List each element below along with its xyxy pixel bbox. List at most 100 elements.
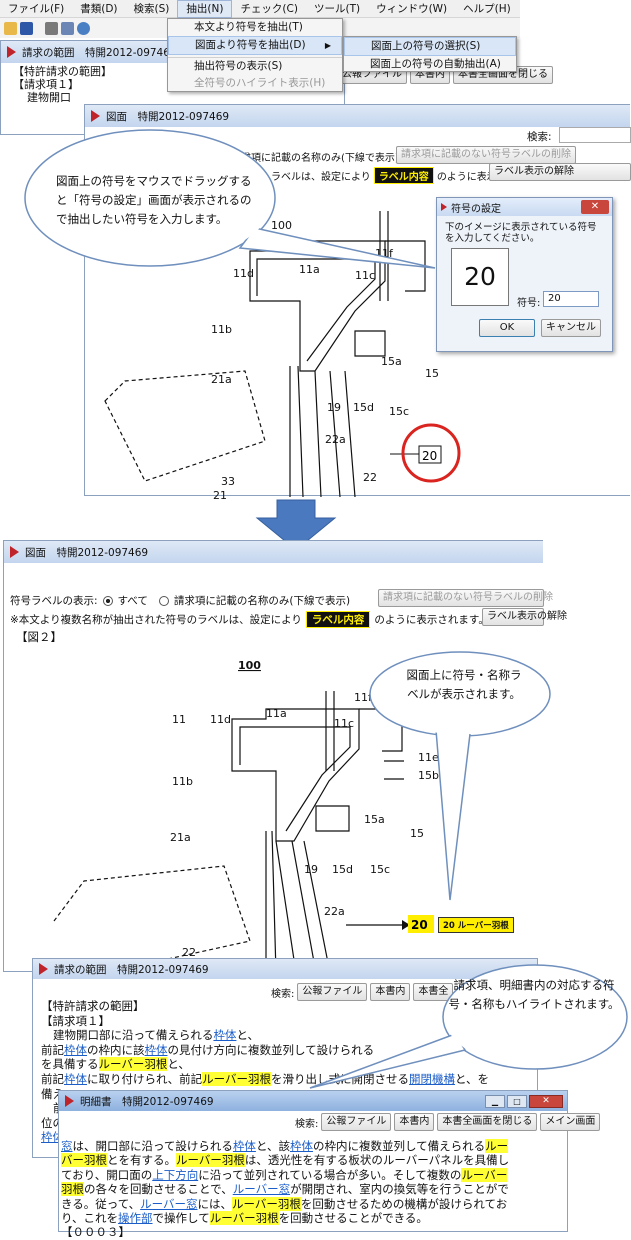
drawing-label-15d: 15d [332,863,353,876]
menu-extract[interactable]: 抽出(N) [177,0,233,18]
claims-heading: 【特許請求の範囲】 [41,999,145,1013]
term-link[interactable]: 開閉機構 [409,1071,456,1086]
publication-file-button[interactable]: 公報ファイル [321,1113,392,1131]
highlighted-term[interactable]: ルーバー羽根 [209,1211,279,1226]
drawing-label-22a: 22a [325,433,346,446]
open-folder-icon[interactable] [4,21,17,35]
highlight-all-item[interactable]: 全符号のハイライト表示(H) [194,77,326,89]
highlighted-term[interactable]: ルーバー羽根 [98,1057,168,1072]
spec-text: とを有する。 [107,1153,176,1168]
document-icon [39,963,48,975]
symbol-image: 20 [451,248,509,306]
in-document-button[interactable]: 本書内 [394,1113,435,1131]
clear-labels-button[interactable]: ラベル表示の解除 [482,608,567,626]
globe-icon[interactable] [77,21,90,35]
menu-document[interactable]: 書類(D) [80,2,118,15]
highlighted-term[interactable]: バー羽根 [61,1153,107,1168]
drawing-window-top-titlebar: 図面 特開2012-097469 [85,105,630,127]
ok-button[interactable]: OK [479,319,535,337]
menu-window[interactable]: ウィンドウ(W) [376,2,448,15]
term-link[interactable]: 枠体 [232,1139,256,1153]
show-extracted-item[interactable]: 抽出符号の表示(S) [168,57,342,75]
term-link[interactable]: 枠体 [64,1042,87,1057]
drawing-label-22: 22 [182,946,196,959]
spec-line-2: バー羽根とを有する。ルーバー羽根は、透光性を有する板状のルーバーパネルを具備し [61,1153,557,1168]
label-display-options: 符号ラベルの表示: すべて 請求項に記載の名称のみ(下線で表示) [10,593,350,608]
drawing-label-15a: 15a [364,813,385,826]
radio-claims-only[interactable] [158,595,169,606]
print-icon[interactable] [61,21,74,35]
extract-from-drawing-item[interactable]: 図面より符号を抽出(D)▶ [168,36,342,55]
find-icon[interactable] [45,21,58,35]
symbol-name-label: 20 ルーバー羽根 [438,917,514,933]
select-symbol-item[interactable]: 図面上の符号の選択(S) [344,37,516,56]
radio-all[interactable] [102,595,113,606]
drawing-window-top-title: 図面 特開2012-097469 [106,110,230,123]
auto-extract-item[interactable]: 図面上の符号の自動抽出(A) [370,58,501,70]
menu-search[interactable]: 検索(S) [133,2,170,15]
patent-drawing-mid: 100 11f 11 11d 11a 11c 11e 15b 11b 15a 1… [53,659,439,974]
drawing-label-15c: 15c [370,863,390,876]
save-icon[interactable] [20,21,33,35]
patent-drawing-top: 100 11f 11d 11a 11c 11b 21a 19 15d 15c 1… [104,211,461,502]
window-controls: ▁ □ ✕ [485,1094,563,1108]
term-link[interactable]: 枠体 [213,1028,237,1043]
menu-check[interactable]: チェック(C) [240,2,298,15]
drawing-label-11d: 11d [233,267,254,280]
dialog-instruction: 下のイメージに表示されている符号を入力してください。 [445,222,597,244]
term-link[interactable]: 枠体 [289,1139,313,1153]
search-label: 検索: [271,988,295,1000]
drawing-label-11a: 11a [266,707,287,720]
maximize-icon[interactable]: □ [507,1094,527,1108]
delete-labels-button[interactable]: 請求項に記載のない符号ラベルの削除 [396,146,576,164]
drawing-label-21a: 21a [170,831,191,844]
close-icon[interactable]: ✕ [529,1094,563,1108]
spec-text: きる。従って、 [61,1196,141,1211]
in-document-button[interactable]: 本書内 [370,983,411,1001]
term-link[interactable]: 窓 [61,1139,73,1153]
drawing-label-19: 19 [327,401,341,414]
spec-text: の各々を回動させることで、 [84,1182,233,1197]
menu-help[interactable]: ヘルプ(H) [463,2,511,15]
claims-window-top-title: 請求の範囲 特開2012-097469 [22,46,177,59]
option-claims-only[interactable]: 請求項に記載の名称のみ(下線で表示) [231,153,399,164]
search-input[interactable] [559,127,631,143]
term-link[interactable]: 上下方向 [152,1167,199,1182]
close-fullscreen-button[interactable]: 本書全画面を閉じる [437,1113,538,1131]
minimize-icon[interactable]: ▁ [485,1094,505,1108]
submenu-arrow-icon: ▶ [324,41,331,50]
term-link[interactable]: 枠体 [144,1042,168,1057]
term-link[interactable]: ルーバー窓 [232,1182,291,1197]
claim-text: の見付け方向に複数並列して設けられる [167,1042,375,1057]
close-fullscreen-button[interactable]: 本書全 [413,983,454,1001]
term-link[interactable]: ルーバー窓 [140,1196,198,1211]
publication-file-button[interactable]: 公報ファイル [297,983,368,1001]
term-link[interactable]: 枠体 [64,1071,87,1086]
spec-text: には、 [197,1196,233,1211]
highlighted-term[interactable]: 羽根 [61,1182,84,1197]
term-link[interactable]: 操作部 [118,1211,153,1226]
claim-text: に取り付けられ、前記 [87,1071,203,1086]
drawing-label-11: 11 [172,713,186,726]
spec-text: ており、開口面の [61,1167,153,1182]
claims-window-bottom-titlebar: 請求の範囲 特開2012-097469 [33,959,537,979]
menu-tools[interactable]: ツール(T) [313,2,361,15]
menu-file[interactable]: ファイル(F) [8,2,65,15]
extract-from-text-item[interactable]: 本文より符号を抽出(T) [194,21,303,33]
highlighted-term[interactable]: ルーバー羽根 [202,1071,272,1086]
highlighted-term[interactable]: ルーバー羽根 [232,1196,301,1211]
cancel-button[interactable]: キャンセル [541,319,601,337]
clear-labels-button[interactable]: ラベル表示の解除 [489,163,631,181]
highlighted-term[interactable]: ルーバー羽根 [176,1153,245,1168]
delete-labels-button[interactable]: 請求項に記載のない符号ラベルの削除 [378,589,553,607]
highlighted-term[interactable]: ルー [485,1139,509,1153]
symbol-input[interactable]: 20 [543,291,599,307]
drawing-label-100: 100 [271,219,292,232]
close-icon[interactable]: ✕ [581,200,609,214]
main-screen-button[interactable]: メイン画面 [540,1113,601,1131]
symbol-settings-dialog: 符号の設定 ✕ 下のイメージに表示されている符号を入力してください。 20 符号… [436,197,613,352]
drawing-label-15: 15 [425,367,439,380]
drawing-label-11a: 11a [299,263,320,276]
highlighted-term[interactable]: ルーバー [461,1167,508,1182]
drawing-label-15a: 15a [381,355,402,368]
